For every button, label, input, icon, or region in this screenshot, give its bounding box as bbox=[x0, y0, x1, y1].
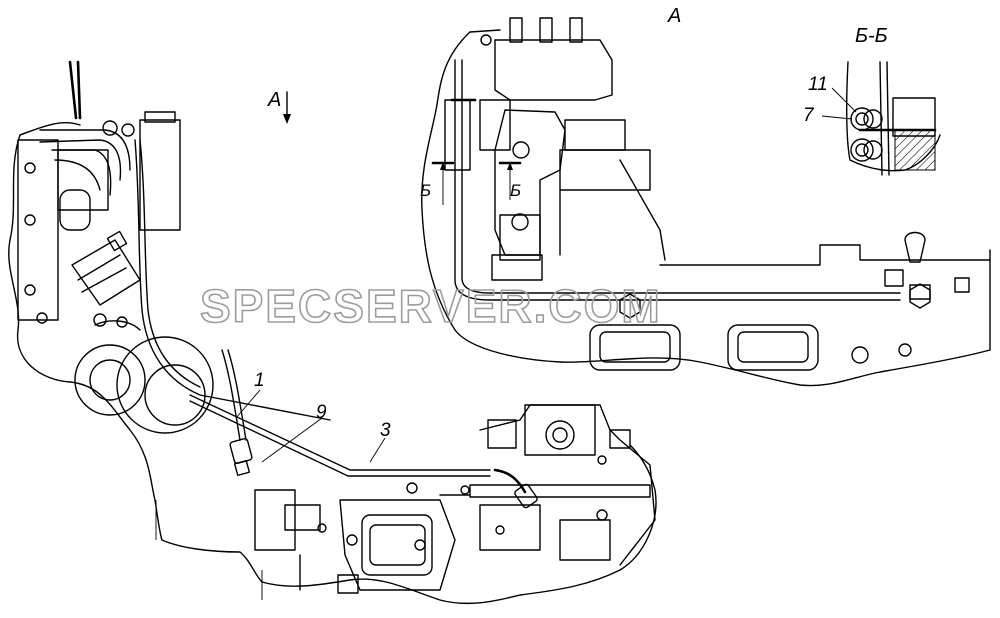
view-a-title: А bbox=[667, 5, 681, 27]
view-a-arrow-label: А bbox=[267, 89, 281, 111]
view-a-arrow-head bbox=[283, 114, 291, 124]
section-marker-left: Б bbox=[420, 181, 431, 200]
section-bb-title: Б-Б bbox=[855, 25, 888, 47]
callout-9: 9 bbox=[316, 402, 327, 423]
main-engine-view bbox=[8, 60, 657, 605]
callout-11: 11 bbox=[808, 74, 828, 95]
section-bb bbox=[821, 61, 941, 176]
view-a bbox=[421, 17, 991, 387]
callout-7: 7 bbox=[803, 105, 815, 126]
callout-1: 1 bbox=[254, 370, 265, 391]
watermark: SPECSERVER.COM bbox=[200, 280, 662, 332]
section-marker-right: Б bbox=[510, 181, 521, 200]
callout-3: 3 bbox=[380, 420, 391, 441]
labels: А А Б-Б Б Б 1 9 3 11 7 SPECSERVER.COM bbox=[199, 5, 888, 441]
